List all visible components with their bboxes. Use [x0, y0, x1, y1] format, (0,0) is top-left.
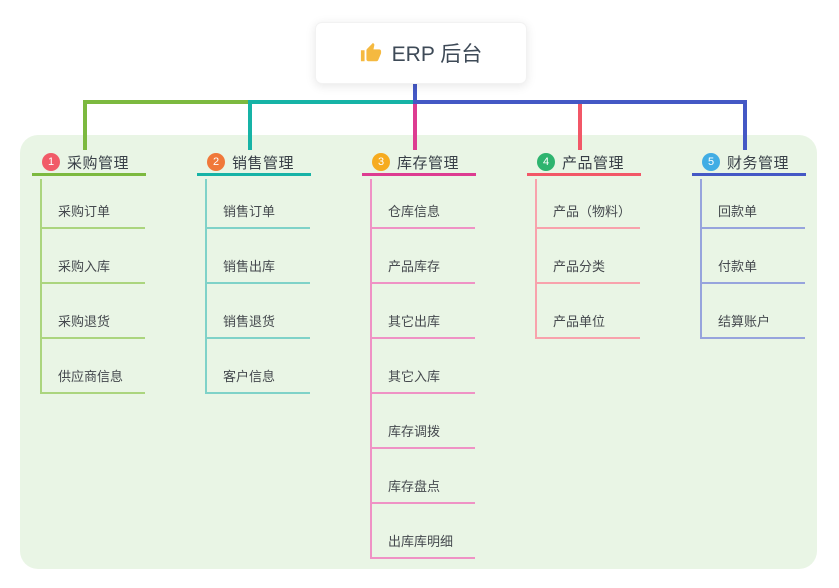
root-stem-line	[413, 82, 417, 100]
leaf-sales-return[interactable]: 销售退货	[205, 313, 310, 339]
leaf-sales-outbound[interactable]: 销售出库	[205, 258, 310, 284]
leaf-other-inbound[interactable]: 其它入库	[370, 368, 475, 394]
branch-inventory: 3 库存管理 仓库信息 产品库存 其它出库 其它入库 库存调拨 库存盘点 出库库…	[362, 0, 512, 588]
leaf-purchase-order[interactable]: 采购订单	[40, 203, 145, 229]
branch-number-badge: 1	[42, 153, 60, 171]
leaf-product-stock[interactable]: 产品库存	[370, 258, 475, 284]
branch-title: 财务管理	[727, 154, 790, 172]
leaf-product-unit[interactable]: 产品单位	[535, 313, 640, 339]
leaf-other-outbound[interactable]: 其它出库	[370, 313, 475, 339]
leaf-purchase-inbound[interactable]: 采购入库	[40, 258, 145, 284]
branch-number-badge: 5	[702, 153, 720, 171]
leaf-settlement-account[interactable]: 结算账户	[700, 313, 805, 339]
branch-number-badge: 3	[372, 153, 390, 171]
branch-drop-line	[248, 104, 252, 150]
leaf-payment-doc[interactable]: 付款单	[700, 258, 805, 284]
branch-drop-line	[83, 104, 87, 150]
branch-number-badge: 2	[207, 153, 225, 171]
branch-header-sales[interactable]: 2 销售管理	[197, 151, 311, 176]
branch-drop-line	[578, 104, 582, 150]
branch-title: 库存管理	[397, 154, 460, 172]
branch-tree-line	[370, 179, 372, 559]
leaf-product-category[interactable]: 产品分类	[535, 258, 640, 284]
branch-title: 销售管理	[232, 154, 295, 172]
branch-header-product[interactable]: 4 产品管理	[527, 151, 641, 176]
branch-header-procurement[interactable]: 1 采购管理	[32, 151, 146, 176]
branch-tree-line	[700, 179, 702, 339]
branch-drop-line	[413, 104, 417, 150]
branch-drop-line	[743, 104, 747, 150]
leaf-outbound-detail[interactable]: 出库库明细	[370, 533, 475, 559]
branch-procurement: 1 采购管理 采购订单 采购入库 采购退货 供应商信息	[32, 0, 182, 588]
branch-tree-line	[535, 179, 537, 339]
leaf-supplier-info[interactable]: 供应商信息	[40, 368, 145, 394]
root-node[interactable]: ERP 后台	[315, 22, 527, 84]
branch-title: 采购管理	[67, 154, 130, 172]
branch-sales: 2 销售管理 销售订单 销售出库 销售退货 客户信息	[197, 0, 347, 588]
leaf-sales-order[interactable]: 销售订单	[205, 203, 310, 229]
branch-number-badge: 4	[537, 153, 555, 171]
connector-segment-blue	[413, 100, 747, 104]
branch-finance: 5 财务管理 回款单 付款单 结算账户	[692, 0, 839, 588]
leaf-stock-transfer[interactable]: 库存调拨	[370, 423, 475, 449]
leaf-purchase-return[interactable]: 采购退货	[40, 313, 145, 339]
background-panel	[20, 135, 817, 569]
branch-title: 产品管理	[562, 154, 625, 172]
leaf-customer-info[interactable]: 客户信息	[205, 368, 310, 394]
leaf-warehouse-info[interactable]: 仓库信息	[370, 203, 475, 229]
branch-header-finance[interactable]: 5 财务管理	[692, 151, 806, 176]
thumbs-up-icon	[360, 42, 382, 64]
root-label: ERP 后台	[391, 43, 483, 66]
branch-product: 4 产品管理 产品（物料） 产品分类 产品单位	[527, 0, 677, 588]
connector-segment-teal	[248, 100, 413, 104]
leaf-stock-taking[interactable]: 库存盘点	[370, 478, 475, 504]
leaf-product-material[interactable]: 产品（物料）	[535, 203, 640, 229]
leaf-receipt-doc[interactable]: 回款单	[700, 203, 805, 229]
branch-tree-line	[205, 179, 207, 394]
branch-tree-line	[40, 179, 42, 394]
connector-segment-green	[83, 100, 248, 104]
branch-header-inventory[interactable]: 3 库存管理	[362, 151, 476, 176]
